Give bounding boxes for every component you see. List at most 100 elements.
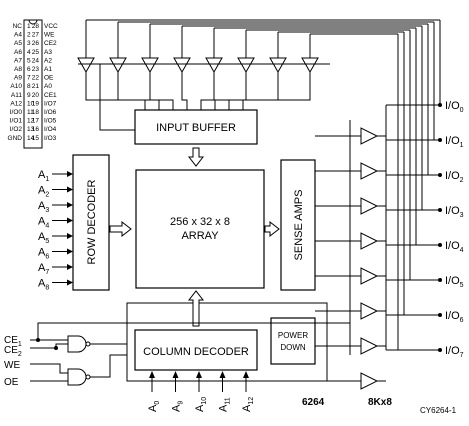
- row-input-label-base: A: [38, 169, 46, 181]
- row-input-label-base: A: [38, 185, 46, 197]
- row-input-label: A6: [38, 247, 49, 261]
- io-output-label: I/O6: [445, 310, 464, 324]
- input-buffer-drivers: [77, 19, 441, 350]
- io-output-label-subscript: 0: [460, 107, 464, 114]
- organization: 8Kx8: [368, 397, 392, 408]
- col-input-label: A10: [194, 397, 208, 412]
- ce-junction: [36, 338, 40, 342]
- row-input-label: A1: [38, 169, 49, 183]
- input-buffer-block: INPUT BUFFER: [134, 109, 258, 145]
- io-output-label-subscript: 2: [460, 177, 464, 184]
- input-driver-icon: [77, 57, 95, 74]
- driver-to-buffer-wire: [117, 92, 160, 110]
- output-amplifier-icon: [360, 232, 379, 250]
- pin-left-number: 6: [27, 66, 31, 73]
- pin-left-name: I/O0: [10, 109, 23, 116]
- io-pad: [438, 348, 442, 352]
- pin-right-number: 24: [32, 57, 40, 64]
- pin-right-number: 28: [32, 23, 40, 30]
- col-input-label-subscript: 10: [201, 397, 208, 405]
- io-output-label-subscript: 1: [460, 142, 464, 149]
- col-input-label: A12: [241, 397, 255, 412]
- pin-right-name: OE: [44, 75, 54, 82]
- io-output-label: I/O2: [445, 170, 464, 184]
- output-amplifier-icon: [360, 267, 379, 285]
- output-amplifier-icon: [360, 127, 379, 145]
- output-amplifier-icon: [360, 302, 379, 320]
- input-buffer-label: INPUT BUFFER: [156, 122, 236, 134]
- pin-left-number: 2: [27, 32, 31, 39]
- control-input-wires: [30, 339, 68, 382]
- control-signal-label-base: CE: [4, 345, 18, 356]
- io-output-label-base: I/O: [445, 135, 460, 147]
- pin-left-number: 13: [27, 126, 35, 133]
- io-output-label-base: I/O: [445, 205, 460, 217]
- row-input-label-base: A: [38, 216, 46, 228]
- io-output-label: I/O5: [445, 275, 464, 289]
- col-input-label-group: A0: [147, 401, 161, 412]
- sense-amps-box: [280, 159, 316, 291]
- driver-to-buffer-wire: [214, 92, 247, 110]
- row-input-label-base: A: [38, 231, 46, 243]
- pin-left-number: 11: [27, 109, 34, 116]
- col-input-arrow: [149, 371, 155, 378]
- array-to-sense-arrow: [264, 220, 280, 238]
- io-output-label-base: I/O: [445, 345, 460, 357]
- io-pad: [438, 103, 442, 107]
- pin-right-name: I/O4: [44, 126, 57, 133]
- array-box: [135, 169, 265, 289]
- pin-left-number: 7: [27, 75, 31, 82]
- pin-left-number: 3: [27, 40, 31, 47]
- input-driver-icon: [269, 57, 287, 74]
- input-buffer-box: [134, 109, 258, 145]
- pin-right-number: 18: [32, 109, 40, 116]
- figure-id: CY6264-1: [420, 406, 457, 415]
- row-input-label: A5: [38, 231, 49, 245]
- pin-right-name: VCC: [44, 23, 58, 30]
- pin-right-number: 22: [32, 75, 40, 82]
- io-output-label-base: I/O: [445, 100, 460, 112]
- io-output-label: I/O4: [445, 240, 464, 254]
- sense-amps-label: SENSE AMPS: [293, 190, 305, 261]
- pin-left-number: 5: [27, 57, 31, 64]
- output-amplifier-icon: [360, 337, 379, 355]
- and-gate-upper-bubble: [85, 341, 91, 347]
- io-output-label-base: I/O: [445, 310, 460, 322]
- buffer-to-array-arrow: [187, 147, 205, 167]
- column-decoder-label: COLUMN DECODER: [143, 346, 249, 358]
- row-input-label: A8: [38, 278, 49, 292]
- chip-package-body: [23, 19, 43, 149]
- pin-left-name: A10: [10, 83, 22, 90]
- pin-right-name: CE2: [44, 40, 57, 47]
- col-input-label-subscript: 9: [178, 401, 185, 405]
- row-decoder-box: [72, 154, 110, 291]
- power-down-block: POWER DOWN: [270, 317, 316, 365]
- pin-right-number: 25: [32, 49, 40, 56]
- col-input-arrow: [196, 371, 202, 378]
- control-signal-label-base: WE: [4, 360, 20, 371]
- pin-left-number: 12: [27, 118, 35, 125]
- row-input-label-subscript: 1: [45, 176, 49, 183]
- output-amplifier-icon: [360, 162, 379, 180]
- driver-to-buffer-wire: [85, 92, 146, 110]
- col-input-label-subscript: 12: [248, 397, 255, 405]
- col-input-label: A9: [171, 401, 185, 412]
- input-driver-icon: [109, 57, 127, 74]
- pin-right-number: 21: [32, 83, 40, 90]
- power-down-label-line2: DOWN: [280, 343, 306, 352]
- pin-right-name: I/O6: [44, 109, 57, 116]
- pin-left-name: NC: [13, 23, 23, 30]
- io-pad: [438, 313, 442, 317]
- col-input-label-group: A9: [171, 401, 185, 412]
- pin-right-name: CE1: [44, 92, 57, 99]
- pin-right-name: I/O5: [44, 118, 57, 125]
- io-output-label: I/O7: [445, 345, 464, 359]
- gate-lower-out: [90, 354, 127, 378]
- row-input-label-subscript: 4: [45, 223, 49, 230]
- pin-left-name: A7: [14, 57, 22, 64]
- col-input-label-group: A10: [194, 397, 208, 412]
- row-input-label-base: A: [38, 262, 46, 274]
